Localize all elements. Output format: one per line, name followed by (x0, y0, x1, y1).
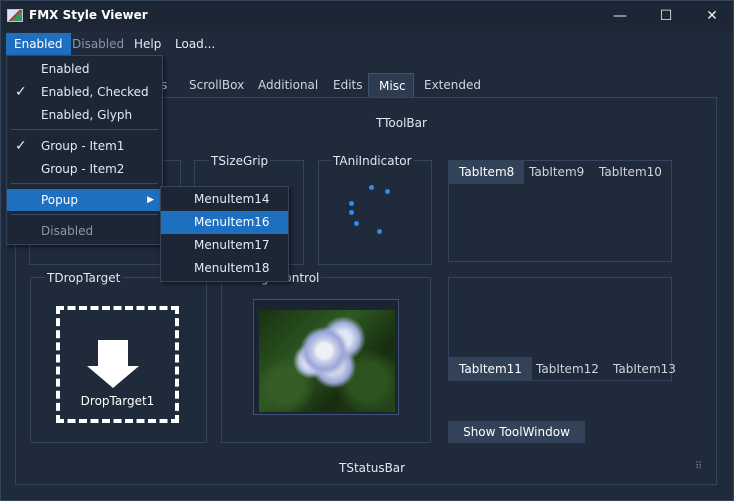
popup-submenu: MenuItem14 MenuItem16 MenuItem17 MenuIte… (160, 186, 289, 282)
droptarget-label: TDropTarget (45, 271, 123, 285)
tabcontrol-bottom (448, 277, 672, 381)
dd-item-enabled-checked[interactable]: ✓ Enabled, Checked (7, 81, 162, 103)
submenu-item18[interactable]: MenuItem18 (194, 261, 270, 275)
submenu-arrow-icon: ▶ (147, 195, 154, 205)
imagecontrol-box (221, 277, 431, 443)
tab-item10[interactable]: TabItem10 (599, 165, 662, 179)
dd-item-group-item2[interactable]: Group - Item2 (7, 158, 162, 180)
window-title: FMX Style Viewer (29, 8, 148, 22)
submenu-item16[interactable]: MenuItem16 (161, 211, 288, 234)
show-toolwindow-button[interactable]: Show ToolWindow (448, 421, 585, 443)
main-tabs: s ScrollBox Additional Edits Misc Extend… (1, 73, 733, 97)
aniindicator-label: TAniIndicator (331, 154, 414, 168)
toolbar-label: TToolBar (376, 116, 427, 130)
minimize-button[interactable]: — (613, 8, 627, 24)
menu-enabled[interactable]: Enabled (6, 33, 71, 55)
tab-extended[interactable]: Extended (424, 78, 481, 92)
menu-bar: Enabled Disabled Help Load... (1, 31, 733, 55)
tab-misc[interactable]: Misc (368, 73, 414, 97)
size-grip-icon[interactable]: ⠿ (695, 461, 703, 472)
image-control[interactable] (253, 299, 399, 415)
tab-item8[interactable]: TabItem8 (449, 160, 525, 184)
dd-item-label: Enabled, Glyph (41, 108, 133, 122)
droptarget-caption: DropTarget1 (80, 394, 155, 408)
dd-item-label: Disabled (41, 224, 94, 238)
submenu-item14[interactable]: MenuItem14 (194, 192, 270, 206)
dd-item-label: Enabled, Checked (41, 85, 149, 99)
aniindicator-box (318, 160, 432, 265)
check-icon: ✓ (15, 84, 27, 100)
menu-separator (11, 183, 158, 184)
dd-item-group-item1[interactable]: ✓ Group - Item1 (7, 135, 162, 157)
menu-help[interactable]: Help (134, 37, 162, 51)
hydrangea-image (259, 310, 395, 412)
tab-additional[interactable]: Additional (258, 78, 319, 92)
drop-arrow-icon (98, 340, 128, 366)
dd-item-label: Enabled (41, 62, 90, 76)
sizegrip-label: TSizeGrip (209, 154, 271, 168)
indicator-dot (349, 210, 354, 215)
dd-item-disabled: Disabled (7, 220, 162, 242)
dd-item-enabled-glyph[interactable]: Enabled, Glyph (7, 104, 162, 126)
submenu-item17[interactable]: MenuItem17 (194, 238, 270, 252)
enabled-dropdown-menu: Enabled ✓ Enabled, Checked Enabled, Glyp… (6, 55, 163, 245)
tab-item13[interactable]: TabItem13 (613, 362, 676, 376)
dd-item-label: Group - Item2 (41, 162, 125, 176)
menu-load[interactable]: Load... (175, 37, 216, 51)
tab-edits[interactable]: Edits (333, 78, 363, 92)
indicator-dot (385, 189, 390, 194)
drop-target[interactable]: DropTarget1 (56, 306, 179, 423)
tab-scrollbox[interactable]: ScrollBox (189, 78, 245, 92)
maximize-button[interactable]: ☐ (659, 8, 673, 24)
app-icon (7, 9, 23, 22)
dd-item-label: Popup (41, 193, 78, 207)
indicator-dot (354, 221, 359, 226)
close-button[interactable]: ✕ (706, 8, 718, 24)
title-bar: FMX Style Viewer — ☐ ✕ (1, 1, 733, 31)
check-icon: ✓ (15, 138, 27, 154)
tab-item12[interactable]: TabItem12 (536, 362, 599, 376)
indicator-dot (369, 185, 374, 190)
menu-disabled[interactable]: Disabled (72, 37, 125, 51)
tab-item11[interactable]: TabItem11 (449, 357, 532, 381)
tab-partial[interactable]: s (161, 78, 168, 92)
menu-separator (11, 214, 158, 215)
drop-arrow-head-icon (87, 366, 139, 388)
menu-separator (11, 129, 158, 130)
indicator-dot (349, 201, 354, 206)
indicator-dot (377, 229, 382, 234)
dd-item-enabled[interactable]: Enabled (7, 58, 162, 80)
statusbar-label: TStatusBar (339, 461, 406, 475)
dd-item-popup[interactable]: Popup ▶ (7, 189, 162, 211)
dd-item-label: Group - Item1 (41, 139, 125, 153)
tab-item9[interactable]: TabItem9 (529, 165, 585, 179)
tabcontrol-top (448, 160, 672, 262)
